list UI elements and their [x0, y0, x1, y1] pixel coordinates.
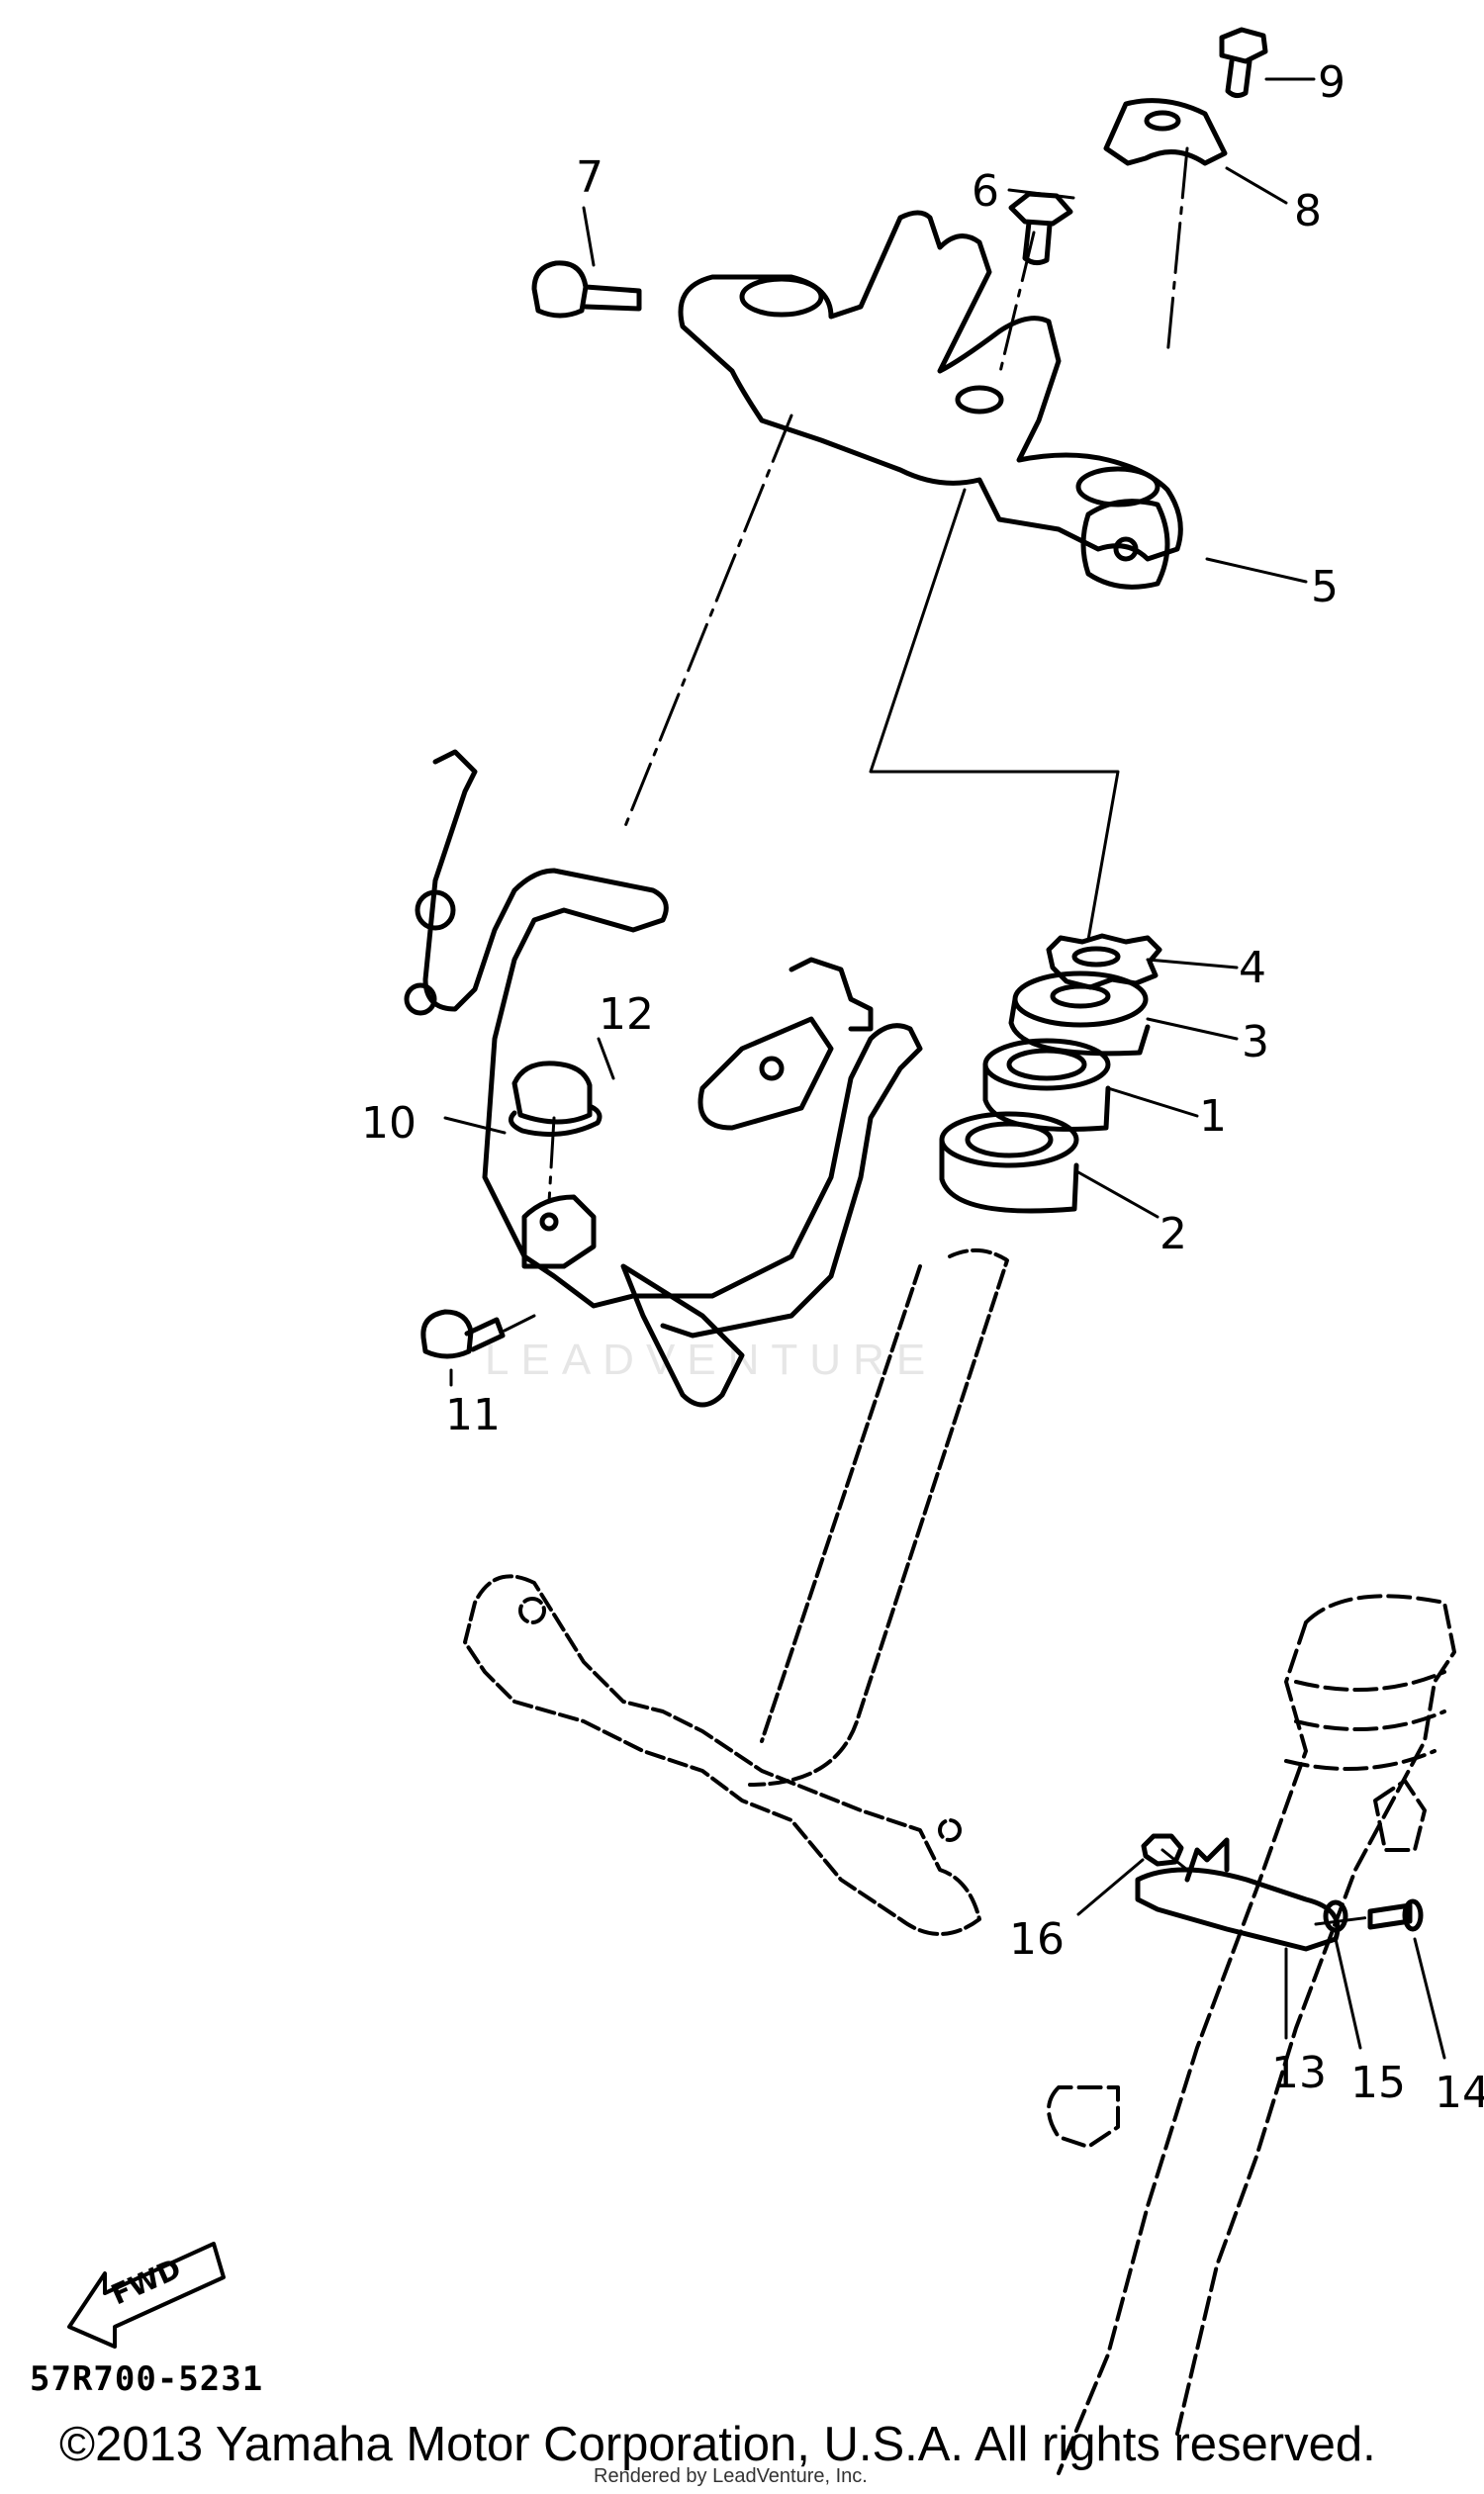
callout-16: 16 [1009, 1914, 1065, 1965]
rendered-by-credit: Rendered by LeadVenture, Inc. [594, 2465, 868, 2487]
copyright-notice: ©2013 Yamaha Motor Corporation, U.S.A. A… [59, 2418, 1376, 2471]
fwd-arrow-icon [67, 2242, 226, 2349]
callout-6: 6 [972, 166, 999, 217]
callout-leaders [443, 77, 1446, 2060]
front-fork-reference [1047, 1594, 1456, 2475]
assembly-leaders [869, 488, 1120, 942]
callout-14: 14 [1435, 2068, 1484, 2118]
callout-12: 12 [599, 989, 654, 1040]
part-9-bolt [1219, 27, 1268, 99]
callout-7: 7 [576, 152, 603, 203]
callout-3: 3 [1242, 1017, 1269, 1067]
callout-5: 5 [1311, 562, 1339, 612]
part-14-screw [1367, 1898, 1424, 1932]
part-8-handlebar-cap [1103, 98, 1228, 166]
callout-1: 1 [1199, 1091, 1227, 1142]
callout-9: 9 [1318, 57, 1345, 108]
callout-8: 8 [1294, 186, 1322, 236]
callout-4: 4 [1239, 943, 1266, 993]
part-11-bolt [420, 1309, 506, 1359]
part-5-upper-bracket [678, 210, 1183, 590]
callout-11: 11 [445, 1390, 501, 1440]
fwd-label: FWD [106, 2252, 185, 2311]
part-13-clamp [1135, 1837, 1341, 1952]
part-16-nut [1141, 1833, 1184, 1867]
callout-13: 13 [1271, 2048, 1327, 2098]
part-7-pinch-bolt [531, 260, 642, 319]
part-15-washer [1323, 1899, 1348, 1933]
part-6-bolt [1008, 191, 1073, 266]
steering-stem-reference [463, 1248, 1009, 1936]
part-4-ring-nut [1046, 933, 1162, 990]
part-10-meter-bracket [404, 749, 923, 1408]
callout-numbers: 1 2 3 4 5 6 7 8 9 10 11 12 13 14 15 16 [361, 57, 1484, 2118]
callout-2: 2 [1159, 1209, 1187, 1259]
drawing-number: 57R700-5231 [30, 2359, 264, 2399]
part-2-bearing [939, 1111, 1079, 1214]
callout-15: 15 [1350, 2058, 1406, 2108]
assembly-centerlines [503, 146, 1372, 1926]
part-12-grommet [508, 1061, 603, 1138]
leadventure-watermark: LEADVENTURE [485, 1336, 938, 1384]
callout-10: 10 [361, 1098, 417, 1149]
part-3-bearing-cover [1008, 970, 1151, 1057]
